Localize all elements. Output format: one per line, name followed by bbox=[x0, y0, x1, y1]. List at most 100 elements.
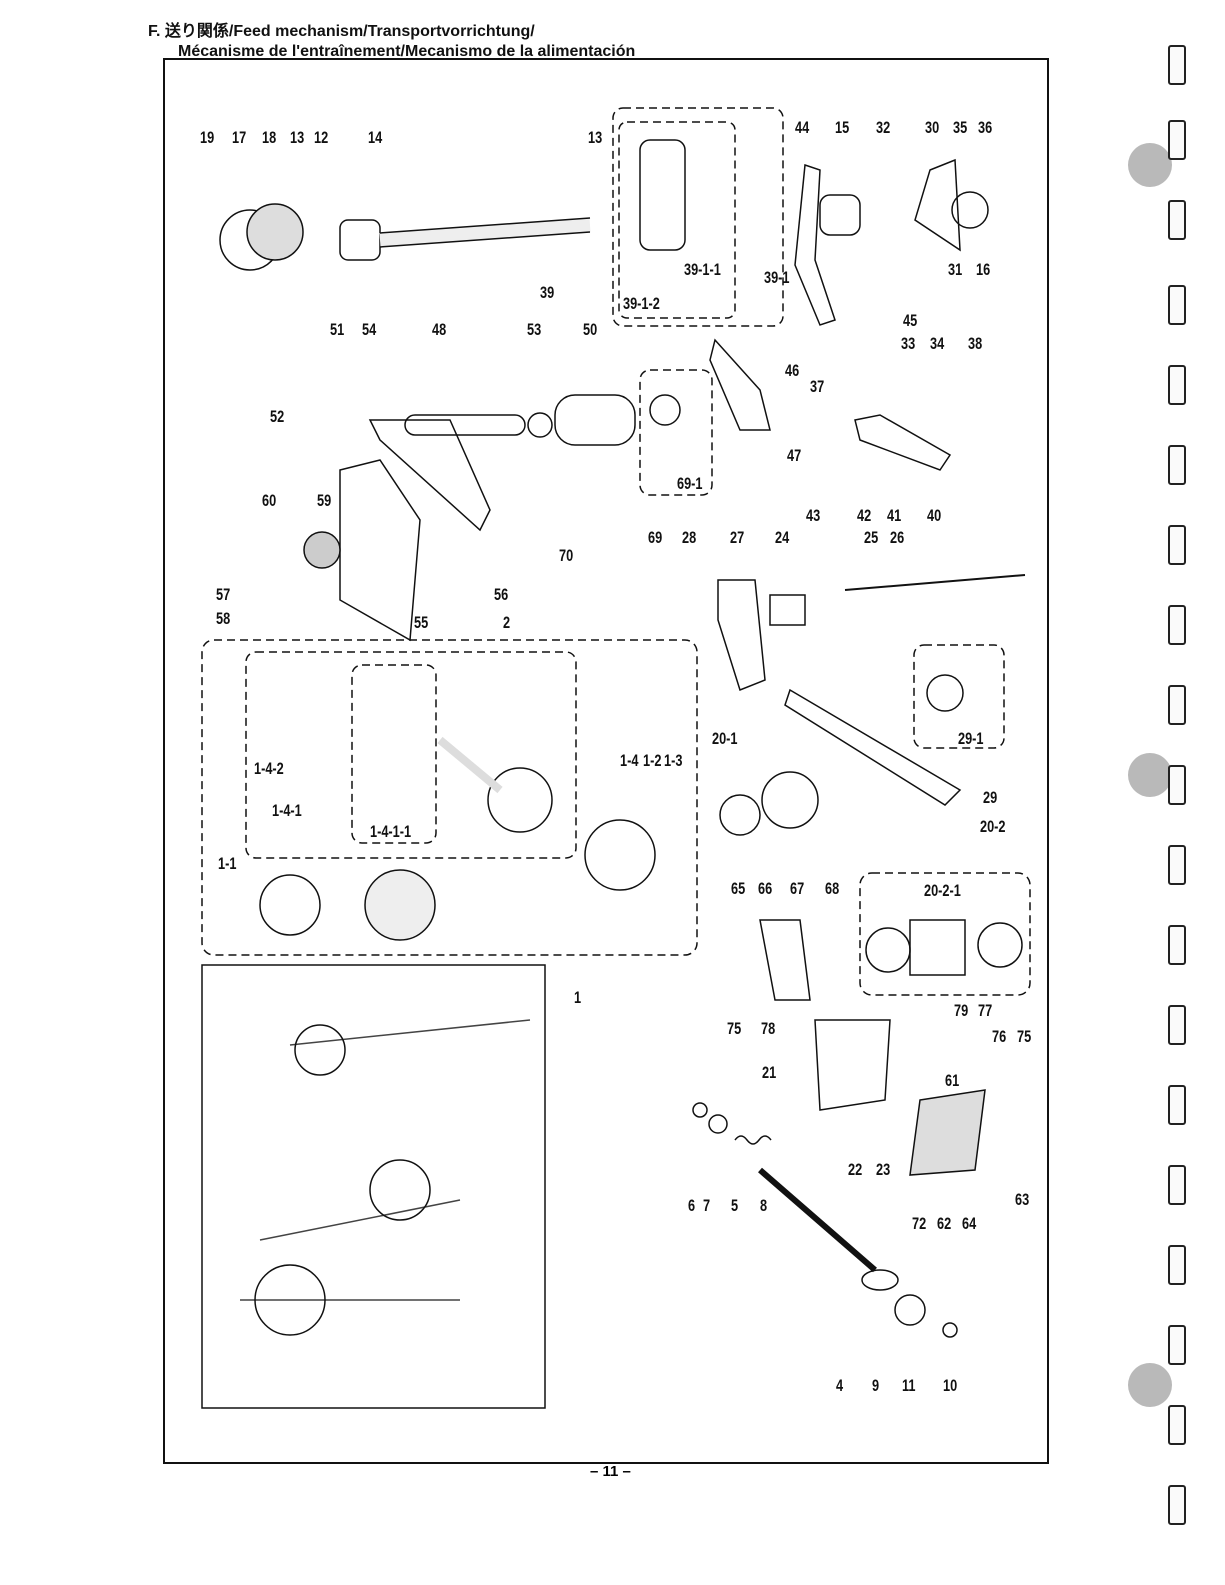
binder-tab bbox=[1168, 1245, 1186, 1285]
part-59 bbox=[303, 531, 341, 569]
part-callout-1: 1 bbox=[574, 988, 582, 1007]
binder-tab bbox=[1168, 1325, 1186, 1365]
binder-tab bbox=[1168, 845, 1186, 885]
part-69 bbox=[649, 394, 681, 426]
part-16 bbox=[951, 191, 989, 229]
part-callout-60: 60 bbox=[262, 491, 277, 510]
part-callout-18: 18 bbox=[262, 128, 277, 147]
part-6 bbox=[692, 1102, 708, 1118]
part-1-4-ring bbox=[487, 767, 553, 833]
part-callout-44: 44 bbox=[795, 118, 810, 137]
part-callout-57: 57 bbox=[216, 585, 231, 604]
part-callout-1-4: 1-4 bbox=[620, 751, 639, 770]
part-callout-35: 35 bbox=[953, 118, 968, 137]
part-callout-77: 77 bbox=[978, 1001, 993, 1020]
part-callout-39-1: 39-1 bbox=[764, 268, 790, 287]
part-callout-26: 26 bbox=[890, 528, 905, 547]
part-callout-42: 42 bbox=[857, 506, 872, 525]
part-callout-15: 15 bbox=[835, 118, 850, 137]
part-21 bbox=[814, 1019, 891, 1111]
part-callout-52: 52 bbox=[270, 407, 285, 426]
diagram-frame bbox=[163, 58, 1049, 1464]
title-line-2: Mécanisme de l'entraînement/Mecanismo de… bbox=[178, 43, 636, 60]
part-29-1 bbox=[926, 674, 964, 712]
part-callout-59: 59 bbox=[317, 491, 332, 510]
part-callout-65: 65 bbox=[731, 879, 746, 898]
part-callout-34: 34 bbox=[930, 334, 945, 353]
binder-tab bbox=[1168, 1485, 1186, 1525]
part-callout-54: 54 bbox=[362, 320, 377, 339]
assembly-inset-box bbox=[201, 964, 546, 1409]
part-callout-78: 78 bbox=[761, 1019, 776, 1038]
group-box-1-4-1 bbox=[351, 664, 437, 844]
part-callout-9: 9 bbox=[872, 1376, 880, 1395]
part-callout-27: 27 bbox=[730, 528, 745, 547]
binder-tab bbox=[1168, 685, 1186, 725]
part-callout-24: 24 bbox=[775, 528, 790, 547]
part-callout-55: 55 bbox=[414, 613, 429, 632]
part-callout-66: 66 bbox=[758, 879, 773, 898]
part-27 bbox=[717, 579, 766, 691]
part-callout-79: 79 bbox=[954, 1001, 969, 1020]
binder-tab bbox=[1168, 285, 1186, 325]
part-callout-19: 19 bbox=[200, 128, 215, 147]
part-callout-29: 29 bbox=[983, 788, 998, 807]
part-callout-21: 21 bbox=[762, 1063, 777, 1082]
binder-tab bbox=[1168, 1005, 1186, 1045]
part-callout-5: 5 bbox=[731, 1196, 739, 1215]
part-callout-7: 7 bbox=[703, 1196, 711, 1215]
part-callout-41: 41 bbox=[887, 506, 902, 525]
part-callout-31: 31 bbox=[948, 260, 963, 279]
part-callout-63: 63 bbox=[1015, 1190, 1030, 1209]
title-line-1: F. 送り関係/Feed mechanism/Transportvorricht… bbox=[148, 23, 535, 40]
part-callout-43: 43 bbox=[806, 506, 821, 525]
part-7 bbox=[708, 1114, 728, 1134]
part-50 bbox=[554, 394, 636, 446]
binder-tab bbox=[1168, 445, 1186, 485]
part-30 bbox=[914, 158, 961, 252]
part-46 bbox=[709, 338, 771, 431]
part-callout-47: 47 bbox=[787, 446, 802, 465]
binder-tab bbox=[1168, 1405, 1186, 1445]
binder-tab bbox=[1168, 605, 1186, 645]
part-11 bbox=[894, 1294, 926, 1326]
part-callout-40: 40 bbox=[927, 506, 942, 525]
part-callout-36: 36 bbox=[978, 118, 993, 137]
binder-tab bbox=[1168, 765, 1186, 805]
part-20-1 bbox=[784, 688, 962, 806]
group-box-20-2 bbox=[859, 872, 1031, 996]
part-callout-33: 33 bbox=[901, 334, 916, 353]
group-box-39 bbox=[612, 107, 784, 327]
part-callout-72: 72 bbox=[912, 1214, 927, 1233]
part-callout-13: 13 bbox=[588, 128, 603, 147]
part-callout-68: 68 bbox=[825, 879, 840, 898]
page-title: F. 送り関係/Feed mechanism/Transportvorricht… bbox=[148, 22, 635, 62]
part-callout-32: 32 bbox=[876, 118, 891, 137]
part-callout-1-4-2: 1-4-2 bbox=[254, 759, 284, 778]
part-callout-12: 12 bbox=[314, 128, 329, 147]
part-callout-75: 75 bbox=[727, 1019, 742, 1038]
part-callout-48: 48 bbox=[432, 320, 447, 339]
part-callout-69-1: 69-1 bbox=[677, 474, 703, 493]
part-callout-25: 25 bbox=[864, 528, 879, 547]
part-39-1 bbox=[639, 139, 686, 251]
part-14 bbox=[339, 219, 381, 261]
binder-hole bbox=[1128, 143, 1172, 187]
part-callout-1-3: 1-3 bbox=[664, 751, 683, 770]
part-callout-29-1: 29-1 bbox=[958, 729, 984, 748]
part-44 bbox=[794, 163, 836, 326]
part-callout-46: 46 bbox=[785, 361, 800, 380]
part-callout-1-4-1: 1-4-1 bbox=[272, 801, 302, 820]
part-callout-6: 6 bbox=[688, 1196, 696, 1215]
part-24 bbox=[769, 594, 806, 626]
group-boxes bbox=[201, 107, 1031, 996]
part-callout-56: 56 bbox=[494, 585, 509, 604]
part-callout-75: 75 bbox=[1017, 1027, 1032, 1046]
part-callout-45: 45 bbox=[903, 311, 918, 330]
part-65 bbox=[719, 794, 761, 836]
part-40 bbox=[854, 414, 952, 471]
page-number: – 11 – bbox=[590, 1463, 631, 1480]
binder-tab bbox=[1168, 1165, 1186, 1205]
binder-hole bbox=[1128, 1363, 1172, 1407]
